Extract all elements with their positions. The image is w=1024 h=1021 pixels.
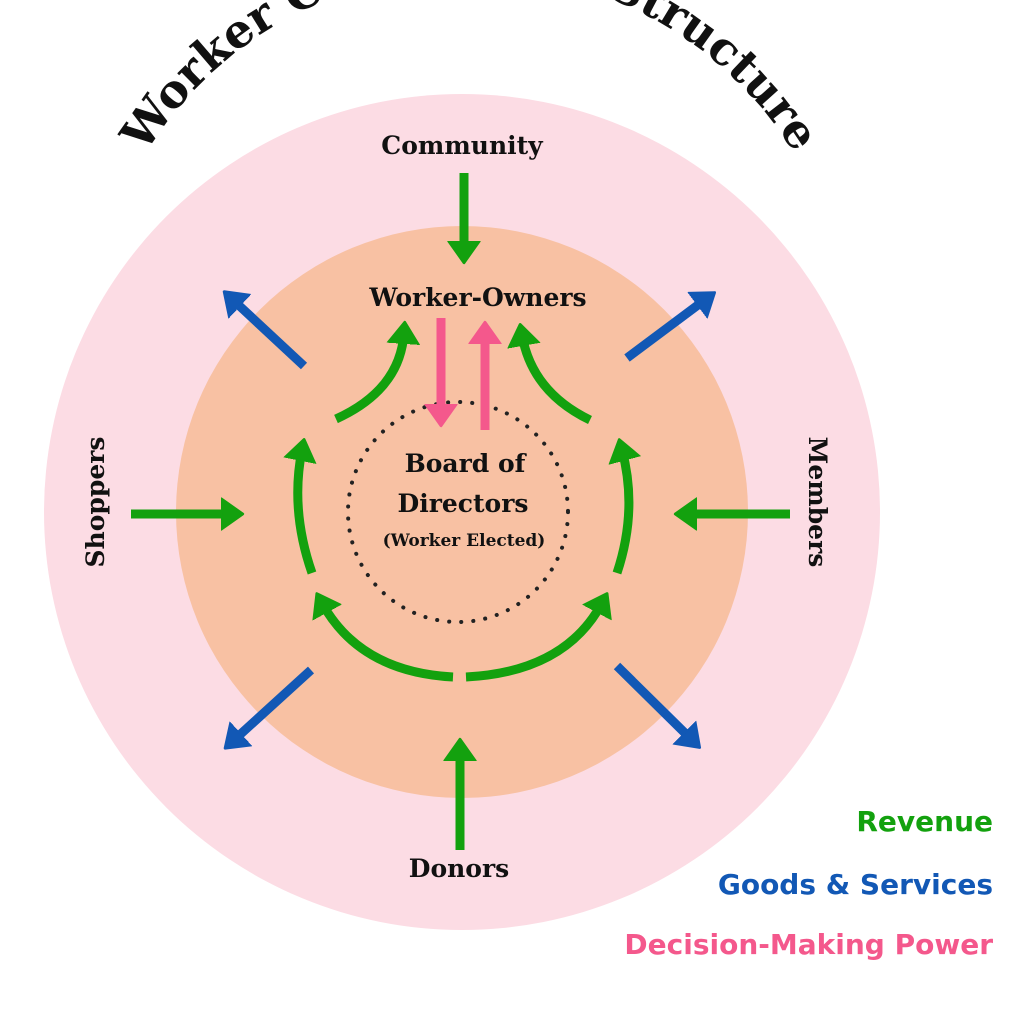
revenue-arc-bottom-left xyxy=(322,603,454,682)
label-members: Members xyxy=(803,437,832,568)
revenue-arc-right-upper xyxy=(522,335,592,425)
label-board-line1: Board of xyxy=(405,449,528,478)
legend: Revenue Goods & Services Decision-Making… xyxy=(624,805,993,961)
goods-arrow-lower-right xyxy=(613,662,692,740)
label-board-note: (Worker Elected) xyxy=(383,531,546,551)
label-worker-owners: Worker-Owners xyxy=(368,283,586,312)
legend-goods-services: Goods & Services xyxy=(718,868,993,901)
board-dotted-circle xyxy=(346,400,570,624)
goods-arrow-lower-left xyxy=(233,666,315,741)
inner-ring xyxy=(176,226,748,798)
legend-revenue: Revenue xyxy=(856,805,993,838)
goods-arrow-upper-left xyxy=(232,299,308,370)
revenue-arc-bottom-right xyxy=(465,603,602,682)
revenue-arc-left-upper xyxy=(334,333,404,424)
goods-arrow-upper-right xyxy=(624,299,706,362)
label-shoppers: Shoppers xyxy=(81,436,110,567)
label-board-line2: Directors xyxy=(398,489,529,518)
revenue-arc-right-lower xyxy=(617,450,629,575)
label-donors: Donors xyxy=(409,854,509,883)
label-community: Community xyxy=(381,131,544,160)
legend-decision-power: Decision-Making Power xyxy=(624,928,993,961)
revenue-arc-left-lower xyxy=(298,450,317,575)
